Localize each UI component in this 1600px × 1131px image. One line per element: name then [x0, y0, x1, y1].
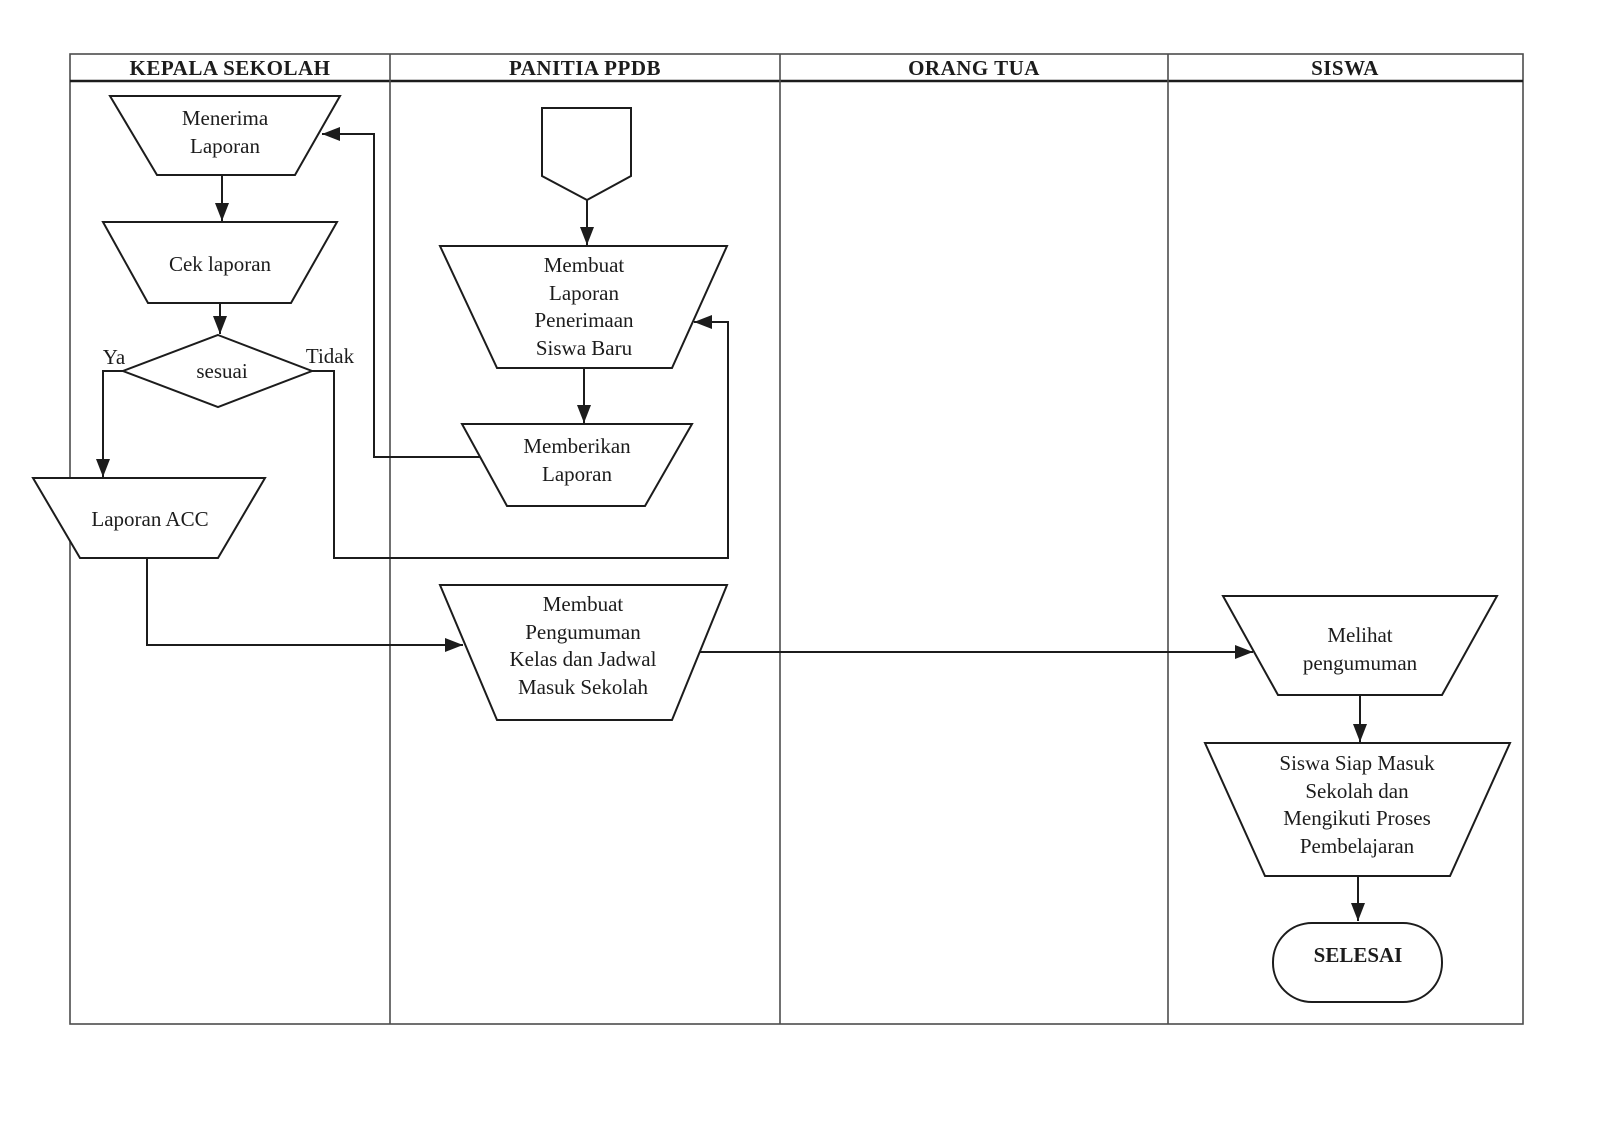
edge-tidak-loop-to-membuat-laporan [312, 315, 729, 559]
edge-memberikan-laporan-to-menerima-laporan [322, 127, 480, 458]
membuat-pengumuman-label: Membuat [543, 592, 624, 616]
selesai-shape [1272, 922, 1443, 1003]
memberikan-laporan-label: Laporan [542, 462, 612, 486]
membuat-laporan-shape [438, 245, 729, 369]
node-melihat-pengumuman: Melihat pengumuman [1221, 595, 1499, 696]
siswa-siap-label: Siswa Siap Masuk [1279, 751, 1435, 775]
siswa-siap-label: Sekolah dan [1305, 779, 1409, 803]
edge-laporan-acc-to-membuat-pengumuman [146, 558, 463, 652]
siswa-siap-shape [1203, 742, 1512, 877]
edge-label-tidak: Tidak [306, 344, 355, 368]
memberikan-laporan-label: Memberikan [523, 434, 631, 458]
membuat-pengumuman-label: Masuk Sekolah [518, 675, 649, 699]
membuat-pengumuman-shape [438, 584, 729, 721]
node-membuat-pengumuman: Membuat Pengumuman Kelas dan Jadwal Masu… [438, 584, 729, 721]
siswa-siap-label: Pembelajaran [1300, 834, 1415, 858]
node-selesai-terminator: SELESAI [1272, 922, 1443, 1003]
membuat-laporan-label: Penerimaan [534, 308, 634, 332]
membuat-laporan-label: Membuat [544, 253, 625, 277]
edge-ya-to-laporan-acc [96, 370, 123, 477]
memberikan-laporan-shape [460, 423, 694, 507]
node-membuat-laporan: Membuat Laporan Penerimaan Siswa Baru [438, 245, 729, 369]
lane-title-orang-tua: ORANG TUA [908, 56, 1040, 80]
lane-title-kepala-sekolah: KEPALA SEKOLAH [130, 56, 331, 80]
laporan-acc-label: Laporan ACC [91, 507, 208, 531]
melihat-pengumuman-label: pengumuman [1303, 651, 1418, 675]
table-outer-border [69, 53, 1524, 1025]
lane-title-panitia-ppdb: PANITIA PPDB [509, 56, 661, 80]
melihat-pengumuman-label: Melihat [1327, 623, 1392, 647]
menerima-laporan-shape [108, 95, 342, 176]
node-sesuai-decision: sesuai [120, 333, 315, 409]
membuat-pengumuman-label: Kelas dan Jadwal [510, 647, 657, 671]
lane-title-siswa: SISWA [1311, 56, 1379, 80]
laporan-acc-shape [31, 477, 267, 559]
sesuai-diamond-shape [120, 333, 315, 409]
membuat-laporan-label: Siswa Baru [536, 336, 633, 360]
sesuai-label: sesuai [196, 359, 247, 383]
selesai-label: SELESAI [1314, 943, 1403, 967]
menerima-laporan-label: Menerima [182, 106, 269, 130]
melihat-pengumuman-shape [1221, 595, 1499, 696]
cek-laporan-label: Cek laporan [169, 252, 272, 276]
siswa-siap-label: Mengikuti Proses [1283, 806, 1431, 830]
cek-laporan-shape [101, 221, 339, 304]
membuat-pengumuman-label: Pengumuman [525, 620, 641, 644]
menerima-laporan-label: Laporan [190, 134, 260, 158]
node-cek-laporan: Cek laporan [101, 221, 339, 304]
node-offpage-connector [541, 107, 632, 202]
node-siswa-siap: Siswa Siap Masuk Sekolah dan Mengikuti P… [1203, 742, 1512, 877]
offpage-connector-shape [541, 107, 632, 202]
node-memberikan-laporan: Memberikan Laporan [460, 423, 694, 507]
node-laporan-acc: Laporan ACC [31, 477, 267, 559]
edge-label-ya: Ya [103, 345, 126, 369]
membuat-laporan-label: Laporan [549, 281, 619, 305]
node-menerima-laporan: Menerima Laporan [108, 95, 342, 176]
